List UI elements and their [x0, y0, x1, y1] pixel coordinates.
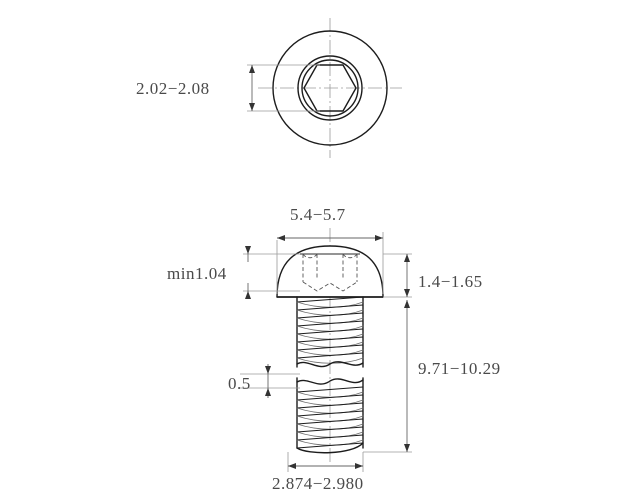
overall-length-arrow-top [404, 300, 410, 308]
dimension-head-diameter: 5.4−5.7 [290, 205, 346, 224]
socket-hidden-arc-right [342, 253, 358, 259]
shank-bottom-edge [296, 442, 364, 454]
socket-inner-circle [301, 59, 359, 117]
hex-socket-hidden-lines [302, 253, 358, 292]
dimension-socket-across-flats: 2.02−2.08 [136, 79, 210, 98]
head-dia-arrow-left [277, 235, 285, 241]
overall-length-arrow-bottom [404, 444, 410, 452]
socket-depth-arrow-top [245, 246, 251, 254]
dimension-socket-depth: min1.04 [167, 264, 227, 283]
pitch-arrow-top [265, 366, 271, 374]
head-dia-arrow-right [375, 235, 383, 241]
thread-upper-helix [296, 296, 364, 364]
head-height-arrow-bottom [404, 289, 410, 297]
hex-socket-polygon [303, 64, 357, 112]
head-outer-circle [272, 30, 388, 146]
socket-hidden-arc-left [302, 253, 318, 259]
dimension-thread-diameter: 2.874−2.980 [272, 474, 364, 493]
socket-dim-arrow-top [249, 65, 255, 73]
pitch-arrow-bottom [265, 388, 271, 396]
button-head-outline [276, 245, 384, 298]
side-view-group: 5.4−5.7 min1.04 1.4−1.65 9.71−10.29 [167, 205, 501, 493]
break-line-upper [296, 361, 364, 368]
socket-dim-arrow-bottom [249, 103, 255, 111]
thread-lower-group [296, 377, 364, 454]
thread-dia-arrow-right [355, 463, 363, 469]
socket-outer-circle [297, 55, 363, 121]
socket-depth-arrow-bottom [245, 291, 251, 299]
head-height-arrow-top [404, 254, 410, 262]
dimension-head-height: 1.4−1.65 [418, 272, 483, 291]
top-view-group: 2.02−2.08 [136, 18, 402, 158]
dimension-thread-pitch: 0.5 [228, 374, 251, 393]
thread-dia-arrow-left [288, 463, 296, 469]
thread-upper-group [296, 296, 364, 368]
dimension-overall-length: 9.71−10.29 [418, 359, 501, 378]
thread-lower-helix [296, 386, 364, 449]
socket-hidden-bottom-profile [302, 281, 358, 292]
break-line-lower [296, 378, 364, 385]
